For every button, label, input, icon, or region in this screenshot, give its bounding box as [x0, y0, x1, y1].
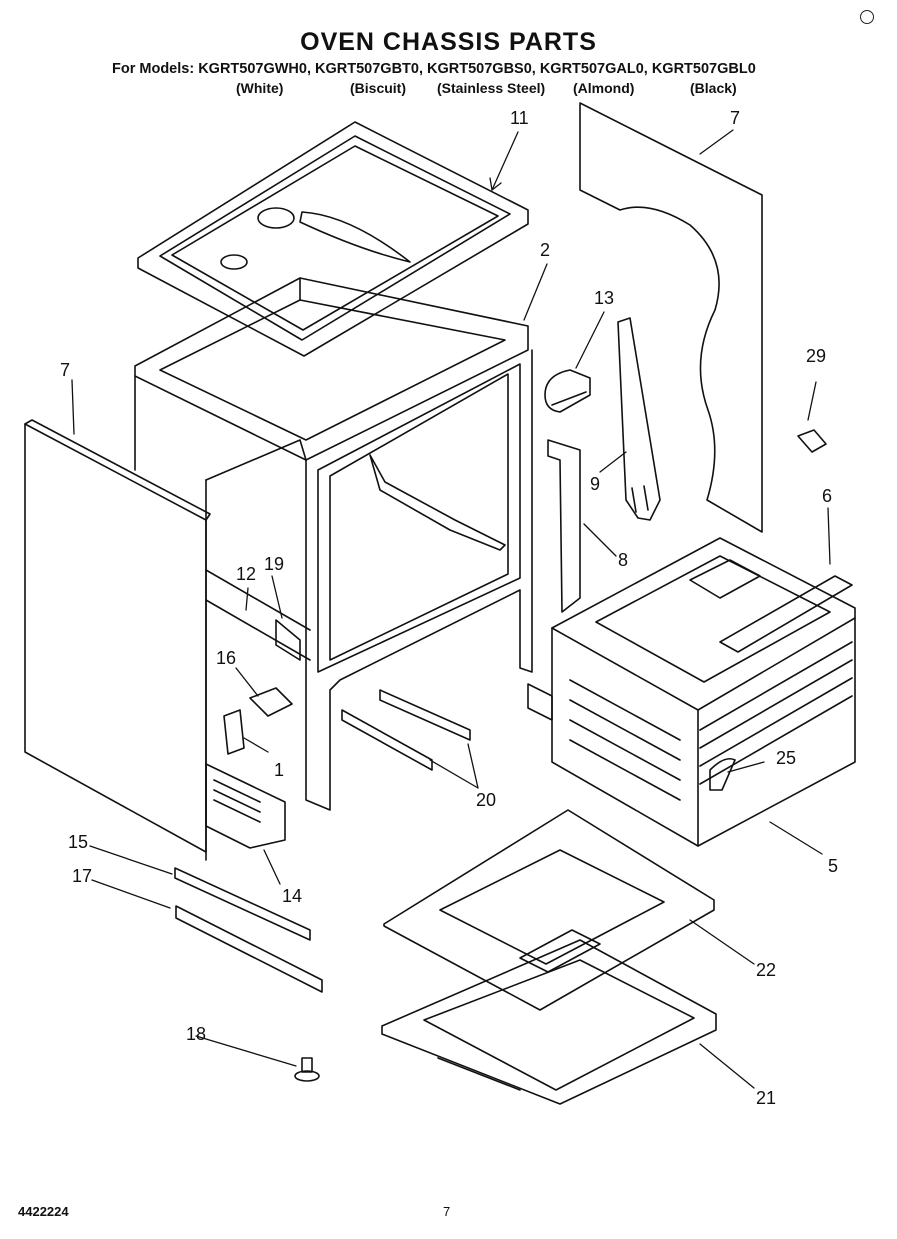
callout-25: 25 — [776, 748, 796, 768]
page-number: 7 — [443, 1204, 451, 1219]
strip-9-drawing — [617, 317, 661, 521]
bracket-8-drawing — [547, 439, 581, 613]
callout-12: 12 — [236, 564, 256, 584]
callout-19: 19 — [264, 554, 284, 574]
chassis-frame-drawing — [134, 277, 533, 861]
vent-box-14-drawing — [205, 763, 286, 849]
callout-22: 22 — [756, 960, 776, 980]
callout-15: 15 — [68, 832, 88, 852]
bottom-pan-21-drawing — [381, 939, 717, 1105]
corner-registration-mark — [860, 10, 874, 24]
top-panel-drawing — [137, 121, 529, 357]
left-side-panel-drawing — [24, 419, 211, 853]
model-colors-row: (White) (Biscuit) (Stainless Steel) (Alm… — [0, 80, 897, 100]
bracket-13-drawing — [544, 369, 591, 413]
rails-20-drawing — [341, 689, 471, 771]
color-black: (Black) — [690, 80, 737, 96]
color-biscuit: (Biscuit) — [350, 80, 406, 96]
leader-lines — [71, 129, 831, 1089]
rails-15-17-drawing — [174, 867, 323, 993]
callout-17: 17 — [72, 866, 92, 886]
callout-29: 29 — [806, 346, 826, 366]
right-side-panel-drawing — [579, 102, 763, 533]
fitting-29-drawing — [797, 429, 827, 453]
page-title: OVEN CHASSIS PARTS — [300, 28, 597, 56]
callout-7-left-panel: 7 — [60, 360, 70, 380]
callout-16: 16 — [216, 648, 236, 668]
leveling-leg-18-drawing — [294, 1057, 320, 1082]
oven-cavity-drawing — [527, 537, 856, 847]
models-line: For Models: KGRT507GWH0, KGRT507GBT0, KG… — [112, 61, 756, 77]
callout-2: 2 — [540, 240, 550, 260]
callout-numbers: 11 7 2 13 29 7 9 8 6 12 19 16 1 20 25 5 … — [60, 108, 838, 1108]
callout-18: 18 — [186, 1024, 206, 1044]
callout-9: 9 — [590, 474, 600, 494]
color-stainless-steel: (Stainless Steel) — [437, 80, 546, 96]
document-number: 4422224 — [18, 1204, 69, 1219]
callout-14: 14 — [282, 886, 302, 906]
callout-11: 11 — [510, 108, 529, 128]
callout-20: 20 — [476, 790, 496, 810]
callout-5: 5 — [828, 856, 838, 876]
callout-21: 21 — [756, 1088, 776, 1108]
callout-8: 8 — [618, 550, 628, 570]
small-parts-drawing — [223, 619, 301, 755]
callout-1: 1 — [274, 760, 284, 780]
callout-7-right-panel: 7 — [730, 108, 740, 128]
callout-13: 13 — [594, 288, 614, 308]
tray-22-drawing — [383, 809, 715, 1011]
color-almond: (Almond) — [573, 80, 635, 96]
callout-6: 6 — [822, 486, 832, 506]
color-white: (White) — [236, 80, 284, 96]
